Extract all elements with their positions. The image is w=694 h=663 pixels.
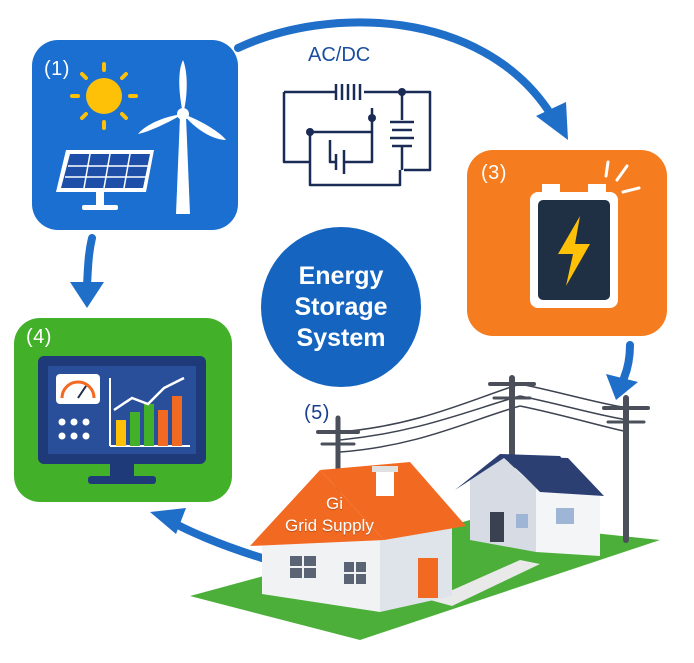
wind-turbine-icon bbox=[138, 60, 226, 214]
path bbox=[430, 560, 540, 606]
house-label-grid-supply: Grid Supply bbox=[285, 516, 374, 535]
center-title-line-1: Energy bbox=[298, 261, 384, 290]
bar-chart-icon bbox=[109, 376, 190, 447]
lightning-icon bbox=[558, 216, 590, 286]
generation-tile bbox=[32, 40, 238, 230]
center-title-line-2: Storage bbox=[294, 292, 388, 321]
arrow-head-grid-return bbox=[150, 508, 186, 534]
sun-icon bbox=[70, 62, 138, 130]
monitor-step-number: (4) bbox=[26, 326, 52, 348]
front-house bbox=[250, 462, 466, 612]
energy-storage-system-circle: Energy Storage System bbox=[261, 227, 421, 387]
house-icon bbox=[455, 454, 604, 556]
arrow-head-battery bbox=[536, 102, 568, 140]
arrow-head-monitor bbox=[70, 282, 104, 308]
generation-step-number: (1) bbox=[44, 58, 70, 80]
grid-step-number: (5) bbox=[304, 402, 330, 424]
gauge-icon bbox=[56, 374, 100, 404]
arrow-generation-to-monitor bbox=[83, 234, 96, 289]
house-label-top: Gi bbox=[326, 494, 343, 513]
keypad-icon bbox=[58, 418, 90, 440]
arrow-generation-to-battery bbox=[234, 18, 552, 114]
battery-spark-lines bbox=[604, 160, 641, 194]
arrow-battery-to-grid bbox=[620, 341, 634, 382]
power-lines bbox=[339, 383, 629, 453]
center-title-line-3: System bbox=[296, 323, 386, 352]
arrow-head-grid bbox=[606, 374, 638, 400]
solar-panel-icon bbox=[56, 150, 154, 210]
converter-label: AC/DC bbox=[308, 44, 371, 66]
battery-step-number: (3) bbox=[481, 162, 507, 184]
